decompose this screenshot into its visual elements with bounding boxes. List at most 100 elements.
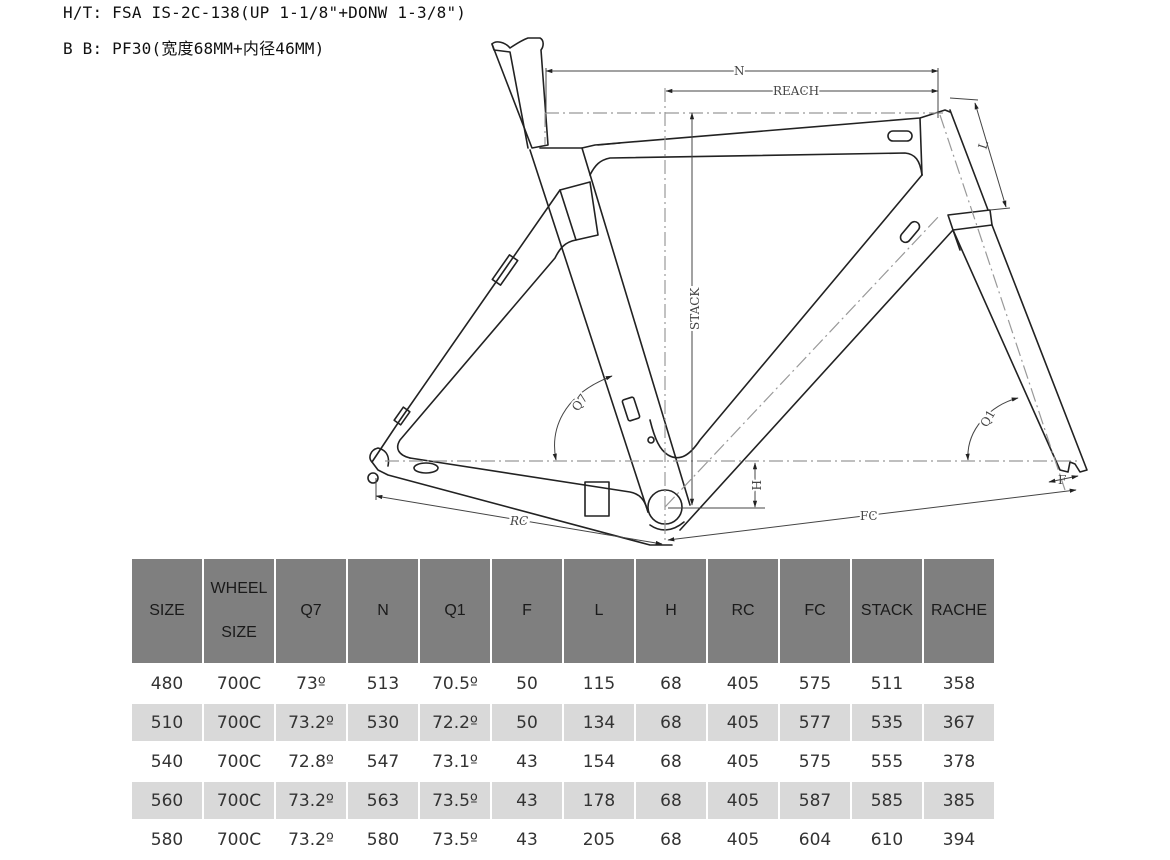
cell-l: 134 xyxy=(562,702,636,743)
cell-fc: 604 xyxy=(778,819,852,860)
cell-n: 580 xyxy=(346,819,420,860)
header-l: L xyxy=(562,557,636,665)
table-row: 540 700C 72.8º 547 73.1º 43 154 68 405 5… xyxy=(130,741,996,782)
cell-f: 50 xyxy=(490,702,564,743)
cell-wheel-size: 700C xyxy=(202,663,276,704)
cell-q7: 72.8º xyxy=(274,741,348,782)
cell-size: 480 xyxy=(130,663,204,704)
table-row: 580 700C 73.2º 580 73.5º 43 205 68 405 6… xyxy=(130,819,996,860)
cell-f: 50 xyxy=(490,663,564,704)
cell-l: 205 xyxy=(562,819,636,860)
frame-geometry-diagram: N REACH STACK L Q7 Q1 H F RC FC xyxy=(367,37,1088,546)
header-fc: FC xyxy=(778,557,852,665)
cell-fc: 587 xyxy=(778,780,852,821)
cell-stack: 535 xyxy=(850,702,924,743)
cell-size: 560 xyxy=(130,780,204,821)
cell-fc: 575 xyxy=(778,741,852,782)
cell-rache: 367 xyxy=(922,702,996,743)
dim-label-stack: STACK xyxy=(688,287,702,330)
cell-f: 43 xyxy=(490,780,564,821)
cell-l: 115 xyxy=(562,663,636,704)
header-q1: Q1 xyxy=(418,557,492,665)
cell-h: 68 xyxy=(634,780,708,821)
header-q7: Q7 xyxy=(274,557,348,665)
cell-rache: 385 xyxy=(922,780,996,821)
header-n: N xyxy=(346,557,420,665)
table-row: 510 700C 73.2º 530 72.2º 50 134 68 405 5… xyxy=(130,702,996,743)
cell-q1: 73.5º xyxy=(418,819,492,860)
dim-label-q7: Q7 xyxy=(569,391,590,413)
cell-q1: 72.2º xyxy=(418,702,492,743)
cell-h: 68 xyxy=(634,819,708,860)
cell-wheel-size: 700C xyxy=(202,780,276,821)
table-row: 480 700C 73º 513 70.5º 50 115 68 405 575… xyxy=(130,663,996,704)
cell-fc: 575 xyxy=(778,663,852,704)
cell-n: 513 xyxy=(346,663,420,704)
chain-stay xyxy=(367,447,673,546)
cell-stack: 511 xyxy=(850,663,924,704)
cell-rc: 405 xyxy=(706,741,780,782)
top-tube xyxy=(581,109,951,176)
table-row: 560 700C 73.2º 563 73.5º 43 178 68 405 5… xyxy=(130,780,996,821)
dim-label-q1: Q1 xyxy=(977,407,998,429)
cell-wheel-size: 700C xyxy=(202,819,276,860)
cell-size: 540 xyxy=(130,741,204,782)
dim-label-l: L xyxy=(975,139,991,151)
cell-q1: 70.5º xyxy=(418,663,492,704)
cell-rc: 405 xyxy=(706,663,780,704)
cell-q7: 73.2º xyxy=(274,819,348,860)
header-rache: RACHE xyxy=(922,557,996,665)
header-stack: STACK xyxy=(850,557,924,665)
cell-size: 510 xyxy=(130,702,204,743)
cell-stack: 555 xyxy=(850,741,924,782)
cell-wheel-size: 700C xyxy=(202,702,276,743)
cell-q7: 73º xyxy=(274,663,348,704)
cell-stack: 610 xyxy=(850,819,924,860)
seat-tube xyxy=(529,147,691,513)
cell-f: 43 xyxy=(490,741,564,782)
cell-q1: 73.1º xyxy=(418,741,492,782)
dim-label-n: N xyxy=(734,64,745,78)
cell-q7: 73.2º xyxy=(274,780,348,821)
seat-stay xyxy=(371,189,577,463)
cell-fc: 577 xyxy=(778,702,852,743)
head-tube xyxy=(919,109,993,251)
cell-stack: 585 xyxy=(850,780,924,821)
header-h: H xyxy=(634,557,708,665)
bottom-bracket-spec: B B: PF30(宽度68MM+内径46MM) xyxy=(63,39,325,58)
header-size: SIZE xyxy=(130,557,204,665)
cell-n: 563 xyxy=(346,780,420,821)
dim-label-rc: RC xyxy=(509,514,528,528)
dim-label-fc: FC xyxy=(860,509,878,523)
cell-f: 43 xyxy=(490,819,564,860)
cell-rache: 358 xyxy=(922,663,996,704)
cell-rc: 405 xyxy=(706,702,780,743)
cell-n: 530 xyxy=(346,702,420,743)
cell-rc: 405 xyxy=(706,819,780,860)
cell-rache: 378 xyxy=(922,741,996,782)
head-tube-spec: H/T: FSA IS-2C-138(UP 1-1/8"+DONW 1-3/8"… xyxy=(63,3,467,22)
cell-q1: 73.5º xyxy=(418,780,492,821)
fork xyxy=(952,224,1088,473)
dim-label-reach: REACH xyxy=(773,84,819,98)
cell-h: 68 xyxy=(634,663,708,704)
cell-rache: 394 xyxy=(922,819,996,860)
cell-q7: 73.2º xyxy=(274,702,348,743)
header-f: F xyxy=(490,557,564,665)
cell-l: 178 xyxy=(562,780,636,821)
dim-label-f: F xyxy=(1058,473,1066,487)
down-tube xyxy=(649,174,954,531)
cell-n: 547 xyxy=(346,741,420,782)
cell-rc: 405 xyxy=(706,780,780,821)
dim-label-h: H xyxy=(749,480,763,490)
header-rc: RC xyxy=(706,557,780,665)
cell-l: 154 xyxy=(562,741,636,782)
cell-h: 68 xyxy=(634,702,708,743)
cell-size: 580 xyxy=(130,819,204,860)
cell-wheel-size: 700C xyxy=(202,741,276,782)
cell-h: 68 xyxy=(634,741,708,782)
seatpost xyxy=(491,37,549,149)
